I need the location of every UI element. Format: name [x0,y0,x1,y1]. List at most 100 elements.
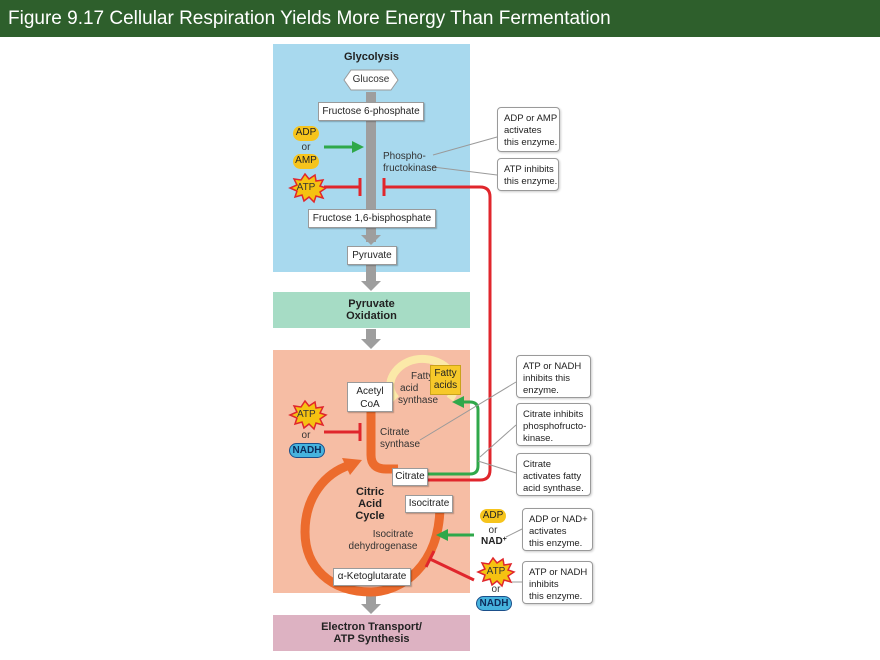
nad-label: NAD+ [481,536,507,548]
callout-line: inhibits this [523,373,570,384]
fatty-acids-box: Fatty acids [430,365,461,395]
callout-leader [477,460,517,474]
acetyl-coa-path [366,402,398,474]
pfk-label-line1: Phospho- [383,151,426,162]
title-bar: Figure 9.17 Cellular Respiration Yields … [0,0,880,37]
callout-line: acid synthase. [523,483,584,494]
idh-line1: Isocitrate [372,529,414,540]
citrate-inhibit-pfk-line [384,185,492,482]
callout-line: ADP or NAD+ [529,514,588,525]
fas-line2: acid [400,383,419,394]
adp-amp-activation-head [352,141,364,153]
trunk-to-pyruvate-ox [366,265,376,285]
callout-line: ATP or NADH [529,567,588,578]
callout-line: inhibits [529,579,559,590]
callout-line: Citrate inhibits [523,409,584,420]
callout-atp-nadh-inhibits: ATP or NADH inhibits this enzyme. [516,355,591,398]
callout-atp-nadh-inhibits-idh: ATP or NADH inhibits this enzyme. [522,561,593,604]
cycle-arrowhead [342,458,362,475]
callout-line: this enzyme. [529,591,583,602]
adp-pill-right: ADP [480,509,506,523]
electron-transport-panel [273,615,470,651]
cycle-line1: Citric [355,486,385,498]
atp-label-right: ATP [486,566,506,577]
callout-leader [419,381,517,441]
electron-transport-line1: Electron Transport/ [321,621,422,633]
fas-line3: synthase [398,395,439,406]
trunk-arrowhead-2 [361,281,381,291]
callout-leader [432,166,498,176]
amp-pill: AMP [293,154,319,169]
pyruvate-oxidation-line1: Pyruvate [348,298,395,310]
acetyl-line2: CoA [360,399,380,410]
atp-label-citric: ATP [297,409,316,420]
atp-starburst-2 [288,399,328,431]
callout-atp-inhibits: ATP inhibits this enzyme. [497,158,559,191]
callout-line: activates [504,125,542,136]
callout-line: this enzyme. [504,137,558,148]
nadh-pill-right: NADH [476,596,512,611]
callout-line: Citrate [523,459,551,470]
citrate-box: Citrate [392,468,428,486]
metabolic-regulation-diagram: Glycolysis Glucose Fructose 6-phosphate … [0,37,880,660]
atp-starburst-1 [288,172,328,204]
figure-title: Figure 9.17 Cellular Respiration Yields … [8,8,611,29]
cycle-line3: Cycle [355,510,385,522]
callout-line: phosphofructo- [523,421,587,432]
adp-nad-activation-head [436,529,448,541]
glucose-hexagon [343,69,399,91]
right-or-2: or [491,584,501,595]
citrate-activate-fas-head [452,396,464,408]
callout-line: ATP inhibits [504,164,554,175]
callout-line: ATP or NADH [523,361,582,372]
citric-or: or [301,430,311,441]
citric-cycle-arc [300,460,445,597]
pyruvate-oxidation-line2: Oxidation [346,310,397,322]
callout-line: this enzyme. [504,176,558,187]
idh-line2: dehydrogenase [348,541,418,552]
pyruvate-box: Pyruvate [347,246,397,265]
cycle-line2: Acid [358,498,382,510]
acetyl-line1: Acetyl [356,386,384,397]
callout-line: enzyme. [523,385,559,396]
acetyl-coa-box: Acetyl CoA [347,382,393,412]
fatty-acids-line2: acids [433,380,458,391]
callout-line: kinase. [523,433,554,444]
fatty-acids-line1: Fatty [434,368,457,379]
citrate-synthase-line1: Citrate [380,427,410,438]
callout-line: ADP or AMP [504,113,558,124]
atp-starburst-3 [476,556,516,588]
pfk-label-line2: fructokinase [383,163,437,174]
atp-nadh-inhibit-idh [429,557,475,582]
pyruvate-oxidation-panel [273,292,470,328]
fructose-1-6-bisphosphate: Fructose 1,6-bisphosphate [308,209,436,228]
nad-text: NAD [481,536,503,547]
glycolysis-heading: Glycolysis [343,51,400,63]
atp-nadh-inhibit-idh-bar [424,550,436,568]
trunk-arrowhead-1 [361,235,381,245]
alpha-ketoglutarate-box: α-Ketoglutarate [333,568,411,586]
trunk-to-citric [366,329,376,343]
callout-line: activates [529,526,567,537]
diagram-graphics [273,44,523,651]
callout-adp-nad-activates: ADP or NAD+ activates this enzyme. [522,508,593,551]
atp-label-glycolysis: ATP [296,182,316,193]
callout-leader [505,528,523,538]
callout-line: this enzyme. [529,538,583,549]
citrate-synthase-line2: synthase [380,439,421,450]
trunk-glycolysis [366,92,376,242]
adp-or-amp-or: or [301,142,311,153]
callout-leader [432,136,498,156]
fructose-6-phosphate: Fructose 6-phosphate [318,102,424,121]
trunk-to-etc [366,594,376,608]
trunk-arrowhead-4 [361,604,381,614]
nad-sup: + [502,536,507,543]
callout-citrate-activates-fas: Citrate activates fatty acid synthase. [516,453,591,496]
nadh-pill-citric: NADH [289,443,325,458]
electron-transport-line2: ATP Synthesis [333,633,410,645]
citrate-activate-fas-line [426,400,480,476]
trunk-arrowhead-3 [361,339,381,349]
fas-line1: Fatty [411,371,434,382]
callout-adp-amp-activates: ADP or AMP activates this enzyme. [497,107,560,152]
glucose-label: Glucose [352,74,390,85]
